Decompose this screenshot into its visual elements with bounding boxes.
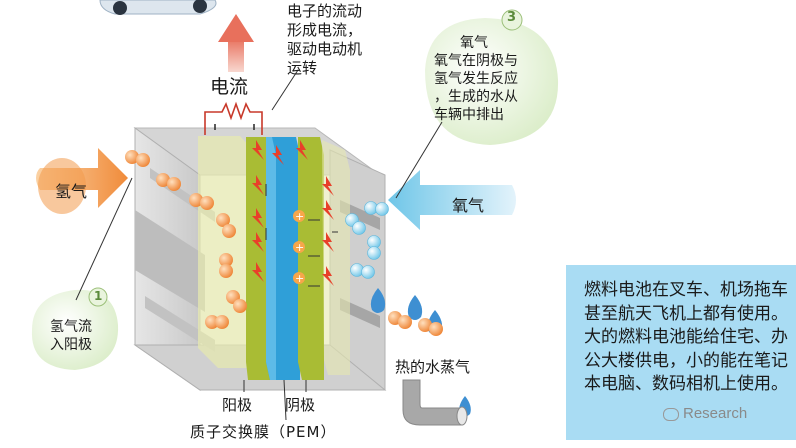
step3-line-1: 氧气 [460,35,488,51]
hydrogen-inlet-arrow [36,148,128,214]
note-line-2: 形成电流， [287,21,363,39]
step1-description: 氢气流 入阳极 [50,318,120,354]
svg-text:+: + [295,241,304,254]
step3-line-4: ，生成的水从 [434,89,518,105]
step1-number: 1 [94,289,103,303]
electron-sparks [252,140,334,286]
oxygen-in-label: 氧气 [452,196,485,215]
step3-line-5: 车辆中排出 [434,107,504,123]
info-box: 燃料电池在叉车、机场拖车甚至航天飞机上都有使用。大的燃料电池能给住宅、办公大楼供… [566,265,796,440]
svg-text:+: + [295,272,304,285]
current-label: 电流 [210,76,249,98]
water-product-molecules [388,311,443,336]
electron-flow-note: 电子的流动 形成电流， 驱动电动机 运转 [287,2,407,78]
step3-number: 3 [507,10,517,25]
step3-line-2: 氧气在阴极与 [434,53,518,69]
step1-line-1: 氢气流 [50,319,92,335]
anode-layer [198,136,270,380]
wechat-icon [663,407,679,421]
current-arrow-icon [218,14,254,72]
pem-label: 质子交换膜（PEM） [190,423,337,441]
step1-line-2: 入阳极 [50,337,92,353]
oxygen-inlet-arrow [388,170,516,230]
step3-description: 氧气 氧气在阴极与 氢气发生反应 ，生成的水从 车辆中排出 [434,34,554,124]
hydrogen-in-label: 氢气 [55,182,88,201]
car-icon [99,0,217,15]
steam-label: 热的水蒸气 [395,358,471,376]
note-line-1: 电子的流动 [287,2,363,20]
resistor-wire-icon [204,101,263,135]
proton-markers: + + + [293,210,305,285]
step3-line-3: 氢气发生反应 [434,71,518,87]
step3-bubble [425,9,559,145]
info-text: 燃料电池在叉车、机场拖车甚至航天飞机上都有使用。大的燃料电池能给住宅、办公大楼供… [584,280,788,394]
flow-arrows [265,184,338,287]
note-line-3: 驱动电动机 [287,40,363,58]
watermark-text: Research [683,405,748,422]
water-droplet-icons [370,288,471,417]
cathode-layer [298,137,350,380]
note-line-4: 运转 [287,59,318,77]
exhaust-pipe-icon [402,379,468,426]
svg-text:+: + [295,210,304,223]
watermark: Research [663,405,747,422]
step1-bubble [31,287,119,370]
hydrogen-molecules [125,150,247,329]
pem-membrane [266,137,300,380]
cathode-label: 阴极 [285,396,316,414]
leader-lines [75,69,443,421]
anode-label: 阳极 [222,396,253,414]
